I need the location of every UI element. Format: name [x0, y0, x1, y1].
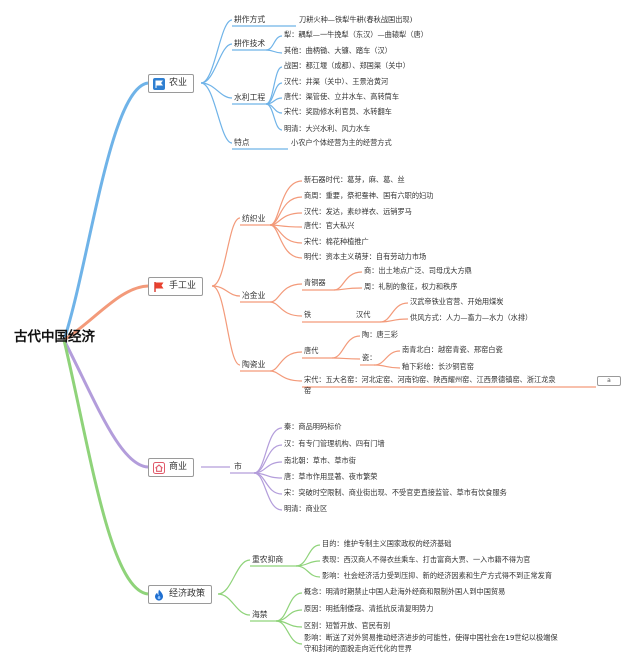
agri-water-label: 水利工程 [234, 93, 266, 102]
craft-textile-item: 汉代：发达，素纱禅衣、远销罗马 [304, 207, 412, 216]
topic-commerce-label: 商业 [169, 462, 188, 472]
commerce-item: 秦：商品明码标价 [284, 422, 342, 431]
craft-bronze-shang: 商：出土地点广泛、司母戊大方鼎 [364, 266, 472, 275]
flag-icon [153, 77, 165, 90]
commerce-item: 唐：草市作用显著、夜市繁荣 [284, 472, 378, 481]
craft-textile-item: 商周：重要，祭祀蚕神、国有六职的妇功 [304, 191, 434, 200]
craft-textile-item: 宋代：棉花种植推广 [304, 237, 369, 246]
commerce-item: 宋：突破时空限制、商业街出现、不受官吏直接监管、草市有饮食服务 [284, 488, 507, 497]
agri-water-item: 唐代：渠管使、立井水车、高转筒车 [284, 92, 400, 101]
policy-zhongnong-item: 目的：维护专制主义国家政权的经济基础 [322, 539, 452, 548]
policy-zhongnong-item: 影响：社会经济活力受到压抑、新的经济因素和生产方式得不到正常发育 [322, 571, 553, 580]
agri-farming-label: 耕作方式 [234, 15, 266, 24]
topic-commerce[interactable]: 商业 [148, 458, 195, 477]
topic-economic-policy-label: 经济政策 [169, 589, 206, 599]
commerce-item: 汉：有专门管理机构、四有门墙 [284, 439, 385, 448]
red-flag-icon [154, 281, 164, 292]
craft-textile-item: 明代：资本主义萌芽：自有劳动力市场 [304, 252, 427, 261]
agri-feature-label: 特点 [234, 138, 250, 147]
craft-iron-item: 汉武帝铁业官营、开始用煤炭 [410, 297, 504, 306]
craft-iron-label: 铁 [304, 310, 312, 319]
branch-line-policy [62, 339, 149, 596]
topic-agriculture-label: 农业 [169, 78, 188, 88]
craft-tang-label: 唐代 [304, 346, 319, 355]
policy-haijin-item: 原因：明抵制倭寇、清抵抗反清复明势力 [304, 604, 434, 613]
commerce-item: 南北朝：草市、草市街 [284, 456, 356, 465]
craft-song-kilns: 宋代：五大名窑：河北定窑、河南钧窑、陕西耀州窑、江西景德镇窑、浙江龙泉 [304, 375, 556, 384]
policy-zhongnong-label: 重农抑商 [252, 555, 284, 564]
commerce-market-label: 市 [234, 462, 242, 471]
agri-tech-label: 耕作技术 [234, 39, 266, 48]
collapse-badge[interactable]: a [597, 376, 621, 386]
policy-haijin-label: 海禁 [252, 610, 268, 619]
agri-farming-value: 刀耕火种—铁犁牛耕(春秋战国出现) [299, 15, 413, 24]
craft-bronze-label: 青铜器 [304, 278, 326, 287]
agri-tech-other: 其他：曲柄锄、大镰、踏车（汉） [284, 46, 392, 55]
flame-icon [155, 589, 163, 601]
craft-iron-han-label: 汉代 [356, 310, 371, 319]
craft-porcelain-label: 瓷： [362, 353, 377, 362]
craft-porcelain-item: 南青北白：越窑青瓷、邢窑白瓷 [402, 345, 503, 354]
branch-line-commerce [62, 339, 149, 469]
house-icon [153, 461, 165, 474]
agri-tech-plough: 犁：耦犁—一牛挽犁（东汉）—曲辕犁（唐） [284, 30, 428, 39]
craft-iron-item: 供风方式：人力—畜力—水力（水排） [410, 313, 533, 322]
craft-metal-label: 冶金业 [242, 291, 266, 300]
branch-line-craft [63, 284, 149, 342]
craft-ceramic-label: 陶瓷业 [242, 360, 266, 369]
craft-song-kilns-cont: 窑 [304, 386, 312, 395]
craft-porcelain-item: 釉下彩绘：长沙铜官窑 [402, 362, 474, 371]
root-topic[interactable]: 古代中国经济 [14, 329, 95, 345]
craft-textile-item: 新石器时代：葛芽，麻、葛、丝 [304, 175, 405, 184]
craft-pottery: 陶：唐三彩 [362, 330, 398, 339]
topic-agriculture[interactable]: 农业 [148, 74, 195, 93]
policy-haijin-item: 区别：短暂开放、官民有别 [304, 621, 391, 630]
branch-line-agri [62, 81, 149, 341]
policy-haijin-item: 概念：明清时期禁止中国人赴海外经商和限制外国人到中国贸易 [304, 587, 506, 596]
topic-handicraft-label: 手工业 [169, 281, 197, 291]
agri-water-item: 汉代：井渠（关中）、王景治黄河 [284, 77, 389, 86]
craft-textile-item: 唐代：官大私兴 [304, 221, 355, 230]
commerce-item: 明清：商业区 [284, 504, 328, 513]
policy-zhongnong-item: 表现：西汉商人不得衣丝乘车、打击富商大贾、一入市籍不得为官 [322, 555, 531, 564]
topic-handicraft[interactable]: 手工业 [148, 277, 204, 296]
agri-feature-value: 小农户个体经营为主的经营方式 [291, 138, 392, 147]
agri-water-item: 战国：都江堰（成都）、郑国渠（关中） [284, 61, 410, 70]
agri-water-item: 宋代：奖励修水利官员、水转翻车 [284, 107, 392, 116]
policy-haijin-item: 影响：断送了对外贸易推动经济进步的可能性，使得中国社会在19世纪以极端保 [304, 633, 558, 642]
craft-textile-label: 纺织业 [242, 214, 266, 223]
topic-economic-policy[interactable]: 经济政策 [148, 585, 213, 604]
craft-bronze-zhou: 周：礼制的象征，权力和秩序 [364, 282, 458, 291]
policy-haijin-item-cont: 守和封闭的面貌走向近代化的世界 [304, 644, 412, 653]
agri-water-item: 明清：大兴水利、风力水车 [284, 124, 371, 133]
